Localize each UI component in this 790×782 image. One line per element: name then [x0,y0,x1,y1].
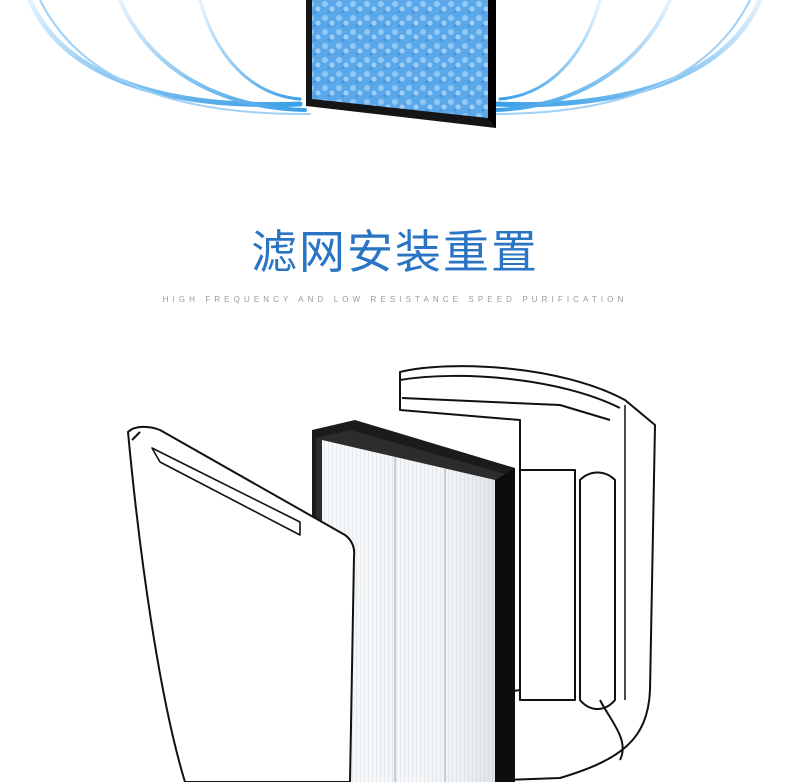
blue-filter-pad [306,0,496,128]
hero-filter-illustration [27,0,763,128]
section-subtitle: HIGH FREQUENCY AND LOW RESISTANCE SPEED … [162,295,628,304]
section-title: 滤网安装重置 [251,225,539,279]
front-cover [127,425,356,782]
hepa-filter [312,420,515,782]
airflow-ribbons-left [27,0,311,116]
purifier-body [399,365,656,782]
filter-installation-diagram [127,365,656,782]
airflow-ribbons-right [489,0,763,116]
